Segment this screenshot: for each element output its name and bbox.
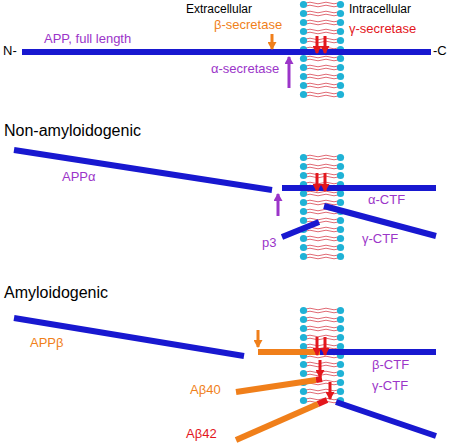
abeta-segment bbox=[258, 349, 320, 355]
abeta-tip bbox=[316, 379, 322, 380]
abeta-peptide bbox=[236, 404, 318, 440]
fragment-label: β-CTF bbox=[372, 358, 409, 373]
terminus-label: N- bbox=[3, 44, 17, 59]
cleavage-arrow bbox=[257, 330, 260, 347]
cleavage-arrow bbox=[324, 337, 327, 355]
enzyme-label: γ-secretase bbox=[349, 22, 416, 37]
protein-bar bbox=[22, 49, 431, 55]
protein-bar bbox=[320, 349, 436, 355]
protein-bar bbox=[14, 150, 272, 190]
terminus-label: -C bbox=[433, 44, 447, 59]
fragment-label: Aβ40 bbox=[190, 383, 221, 398]
region-label: Extracellular bbox=[186, 3, 252, 17]
fragment-label: α-CTF bbox=[368, 193, 405, 208]
cleavage-arrow bbox=[324, 173, 327, 191]
cleavage-arrow bbox=[316, 173, 319, 191]
abeta-tip bbox=[318, 400, 327, 404]
cleavage-arrow bbox=[329, 382, 332, 399]
abeta-peptide bbox=[236, 380, 316, 392]
region-label: Intracellular bbox=[349, 3, 411, 17]
cleavage-arrow bbox=[319, 360, 322, 377]
protein-bar bbox=[336, 402, 436, 436]
lipid-bilayer bbox=[299, 306, 345, 405]
fragment-label: γ-CTF bbox=[372, 379, 408, 394]
fragment-label: p3 bbox=[262, 236, 276, 251]
fragment-label: γ-CTF bbox=[362, 232, 398, 247]
section-heading: Amyloidogenic bbox=[4, 284, 108, 302]
cleavage-arrow bbox=[324, 36, 327, 53]
cleavage-arrow bbox=[277, 194, 280, 216]
fragment-label: APPα bbox=[62, 170, 96, 185]
protein-label: APP, full length bbox=[44, 32, 131, 47]
cleavage-arrow bbox=[316, 36, 319, 53]
section-heading: Non-amyloidogenic bbox=[4, 122, 141, 140]
cleavage-arrow bbox=[271, 34, 274, 49]
cleavage-arrow bbox=[316, 337, 319, 355]
protein-bar bbox=[14, 318, 244, 356]
cleavage-arrow bbox=[288, 57, 291, 88]
enzyme-label: α-secretase bbox=[211, 62, 279, 77]
fragment-label: Aβ42 bbox=[186, 427, 217, 442]
enzyme-label: β-secretase bbox=[214, 18, 282, 33]
protein-bar bbox=[282, 222, 319, 237]
protein-bar bbox=[282, 185, 436, 191]
fragment-label: APPβ bbox=[30, 336, 64, 351]
